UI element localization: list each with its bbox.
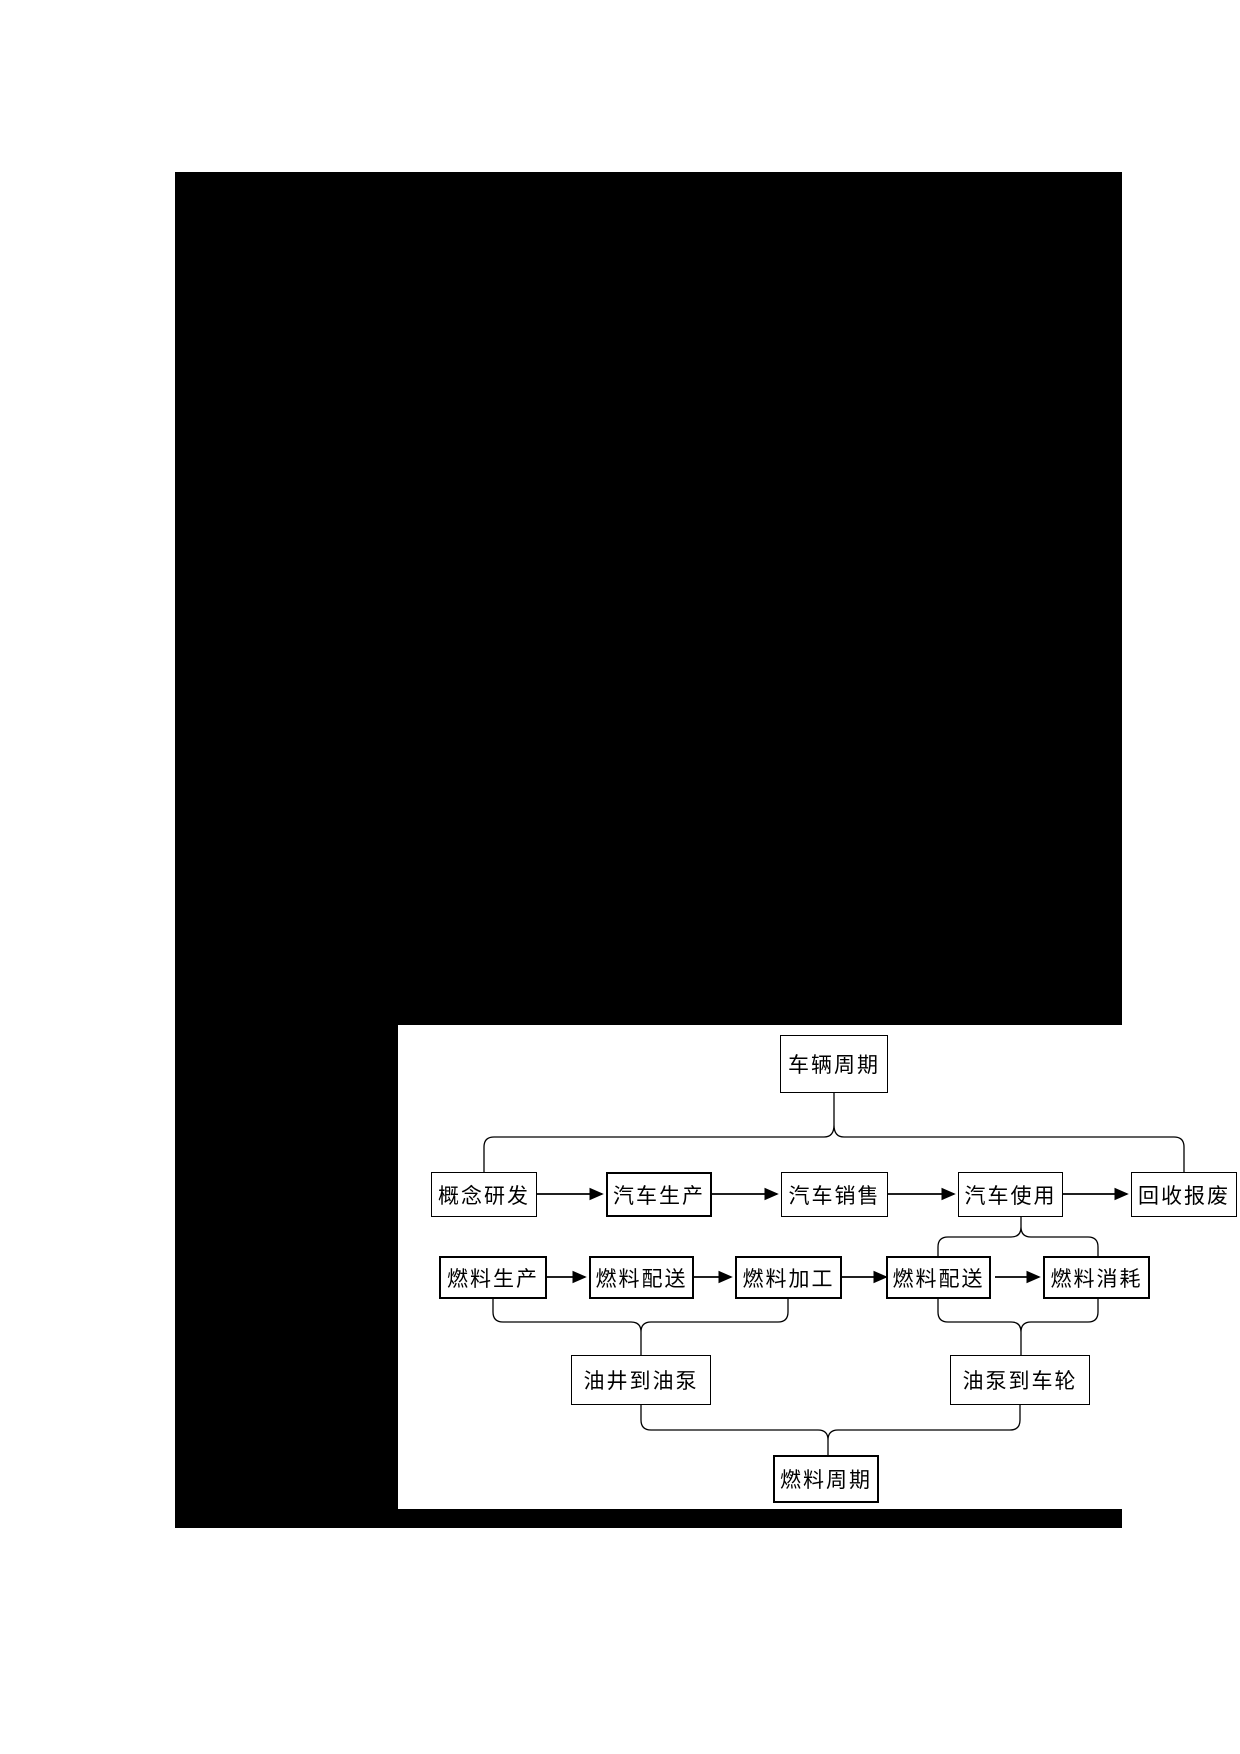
node-fuel-consumption: 燃料消耗 bbox=[1043, 1256, 1150, 1299]
blacked-out-content-area: 车辆周期 概念研发 汽车生产 汽车销售 汽车使用 回收报废 燃料生产 燃料配送 … bbox=[175, 172, 1240, 1528]
connector-lines bbox=[483, 1093, 1185, 1455]
node-well-to-pump: 油井到油泵 bbox=[571, 1355, 711, 1405]
node-vehicle-use: 汽车使用 bbox=[958, 1172, 1063, 1217]
flowchart-panel: 车辆周期 概念研发 汽车生产 汽车销售 汽车使用 回收报废 燃料生产 燃料配送 … bbox=[398, 1025, 1240, 1509]
node-fuel-cycle: 燃料周期 bbox=[773, 1455, 879, 1503]
node-vehicle-sales: 汽车销售 bbox=[781, 1172, 888, 1217]
node-recycle-scrap: 回收报废 bbox=[1131, 1172, 1237, 1217]
node-fuel-distribution-1: 燃料配送 bbox=[589, 1256, 694, 1299]
node-vehicle-cycle: 车辆周期 bbox=[780, 1035, 888, 1093]
node-fuel-distribution-2: 燃料配送 bbox=[886, 1256, 991, 1299]
node-fuel-production: 燃料生产 bbox=[439, 1256, 547, 1299]
node-vehicle-production: 汽车生产 bbox=[606, 1172, 712, 1217]
node-fuel-processing: 燃料加工 bbox=[735, 1256, 842, 1299]
node-pump-to-wheel: 油泵到车轮 bbox=[950, 1355, 1090, 1405]
node-concept-rd: 概念研发 bbox=[431, 1172, 537, 1217]
